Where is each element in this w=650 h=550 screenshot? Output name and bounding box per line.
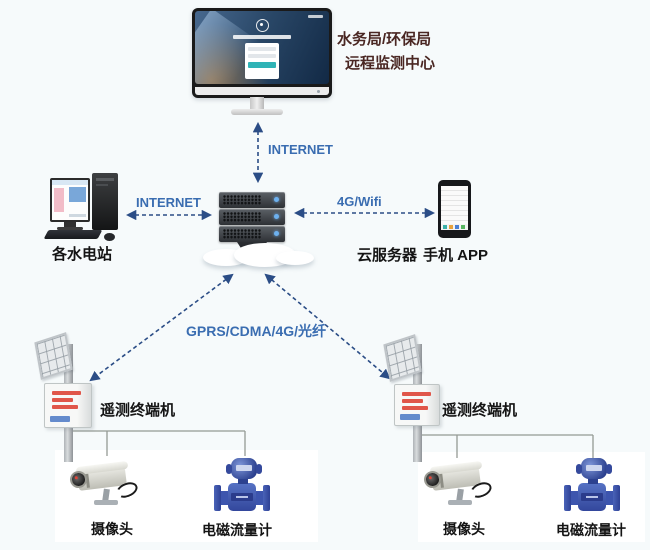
flowmeter-pipe — [220, 491, 229, 505]
screen-title-bar — [233, 35, 291, 39]
pc-monitor-base — [57, 227, 83, 230]
login-card — [245, 43, 279, 79]
telemetry-terminal-box-left — [44, 383, 92, 428]
wire-left-bus — [70, 430, 246, 456]
label-mobile-app: 手机 APP — [423, 247, 489, 264]
brand-text-bar — [50, 416, 70, 422]
flowmeter-transmitter-head — [576, 458, 607, 479]
flowmeter-body — [228, 483, 256, 511]
flowmeter-neck — [238, 478, 248, 484]
flowmeter-neck — [588, 478, 598, 484]
pc-screen-header — [52, 180, 88, 185]
monitor-stand-base — [231, 109, 283, 115]
monitor-chin — [195, 87, 329, 95]
server-led — [274, 231, 279, 236]
pc-monitor-stand — [64, 222, 76, 228]
warning-text-bar — [402, 406, 428, 410]
monitoring-center-monitor — [192, 8, 332, 98]
login-input — [248, 47, 276, 51]
brand-text-bar — [400, 414, 420, 420]
screen-brand-mark — [308, 15, 323, 18]
telemetry-terminal-box-right — [394, 384, 440, 426]
warning-text-bar — [52, 405, 78, 409]
login-input — [248, 54, 276, 58]
warning-text-bar — [402, 399, 423, 403]
label-terminal-left: 遥测终端机 — [100, 402, 176, 419]
link-label-internet-top: INTERNET — [268, 142, 333, 157]
pc-screen-block — [69, 187, 86, 202]
cloud-shape — [276, 251, 314, 265]
label-flowmeter-right: 电磁流量计 — [556, 522, 626, 538]
server-grill — [223, 212, 261, 222]
pc-mouse — [104, 233, 115, 241]
pc-screen-block — [69, 214, 86, 217]
flowmeter-pipe — [570, 491, 579, 505]
warning-text-bar — [402, 392, 431, 396]
center-title-line2: 远程监测中心 — [345, 55, 436, 72]
flowmeter-transmitter-head — [226, 458, 257, 479]
flowmeter-flange — [263, 485, 270, 511]
label-flowmeter-left: 电磁流量计 — [202, 522, 272, 538]
login-screen — [195, 11, 329, 84]
center-title-line1: 水务局/环保局 — [337, 31, 432, 48]
warning-text-bar — [52, 391, 81, 395]
server-grill — [223, 195, 261, 205]
phone-screen — [441, 186, 468, 230]
warning-text-bar — [52, 398, 73, 402]
link-label-internet-left: INTERNET — [136, 195, 201, 210]
flowmeter-flange — [214, 485, 221, 511]
monitor-stand-neck — [250, 97, 264, 110]
label-camera-left: 摄像头 — [91, 521, 133, 537]
link-label-gprs: GPRS/CDMA/4G/光纤 — [186, 323, 327, 339]
flowmeter-body — [578, 483, 606, 511]
camera-mount — [94, 500, 118, 505]
server-grill — [223, 229, 261, 239]
cloud-server-stack — [219, 192, 285, 243]
pc-screen-block — [54, 188, 64, 212]
label-cloud-server: 云服务器 — [357, 247, 418, 264]
label-terminal-right: 遥测终端机 — [442, 402, 518, 419]
hydro-station-pc-monitor — [50, 178, 90, 222]
label-camera-right: 摄像头 — [443, 521, 485, 537]
server-led — [274, 214, 279, 219]
arrow-gprs-left — [89, 273, 234, 382]
wire-right-bus — [420, 434, 594, 458]
label-hydro-station: 各水电站 — [52, 246, 113, 263]
arrow-gprs-right — [264, 273, 391, 380]
pc-tower — [92, 173, 118, 230]
server-unit — [219, 226, 285, 242]
pc-screen — [52, 180, 88, 220]
screen-logo-icon — [256, 19, 269, 32]
server-unit — [219, 209, 285, 225]
server-unit — [219, 192, 285, 208]
flowmeter-flange — [613, 485, 620, 511]
phone-app-dock — [441, 224, 468, 230]
flowmeter-flange — [564, 485, 571, 511]
login-button-bar — [248, 62, 276, 68]
server-led — [274, 197, 279, 202]
mobile-phone — [438, 180, 471, 238]
link-label-4g-wifi: 4G/Wifi — [337, 194, 382, 209]
flowmeter-pipe — [255, 491, 264, 505]
pc-keyboard — [43, 230, 103, 239]
camera-mount — [448, 500, 472, 505]
flowmeter-pipe — [605, 491, 614, 505]
